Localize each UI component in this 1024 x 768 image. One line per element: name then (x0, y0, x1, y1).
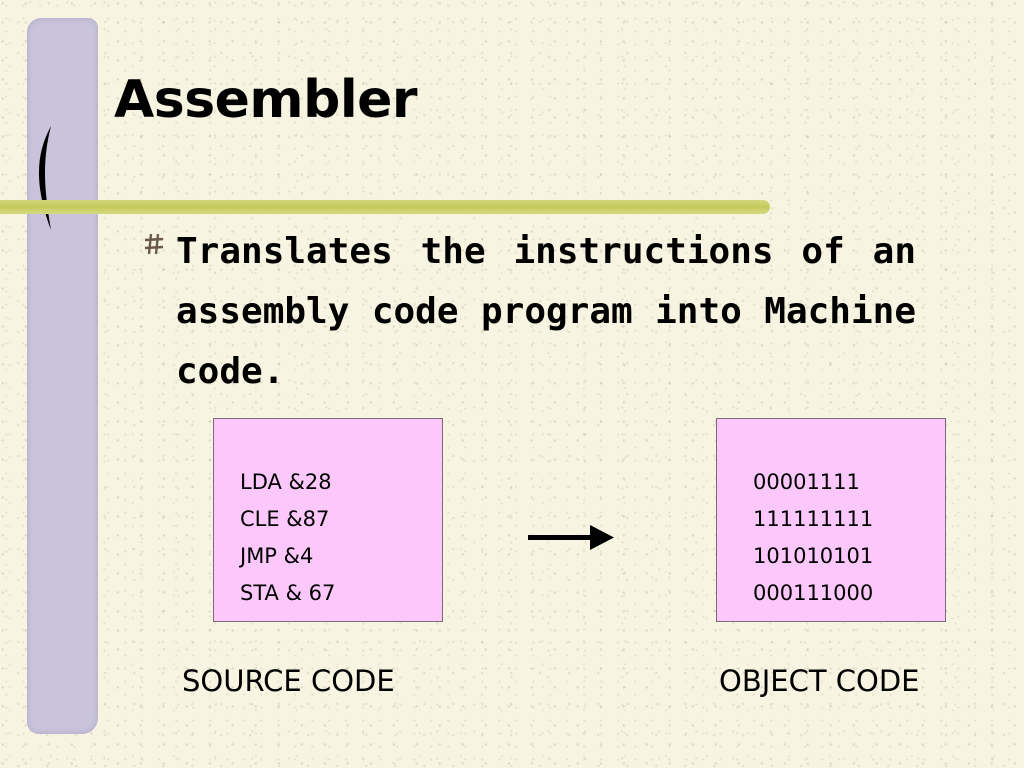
title-underline-bar (0, 200, 770, 214)
bullet-text: Translates the instructions of an assemb… (176, 231, 916, 392)
object-code-line: 000111000 (753, 581, 874, 605)
object-code-line: 111111111 (753, 507, 874, 531)
source-code-line: LDA &28 (240, 470, 332, 494)
source-code-caption: SOURCE CODE (182, 664, 395, 698)
source-code-box: LDA &28 CLE &87 JMP &4 STA & 67 (213, 418, 443, 622)
object-code-box: 00001111 111111111 101010101 000111000 (716, 418, 946, 622)
source-code-line: STA & 67 (240, 581, 336, 605)
object-code-caption: OBJECT CODE (719, 664, 920, 698)
object-code-line: 101010101 (753, 544, 874, 568)
object-code-lines: 00001111 111111111 101010101 000111000 (753, 464, 873, 612)
bracket-icon (38, 126, 51, 230)
source-code-line: JMP &4 (240, 544, 314, 568)
decorative-side-bar (27, 18, 98, 734)
slide-title: Assembler (114, 70, 418, 130)
source-code-lines: LDA &28 CLE &87 JMP &4 STA & 67 (240, 464, 335, 612)
object-code-line: 00001111 (753, 470, 860, 494)
source-code-line: CLE &87 (240, 507, 330, 531)
bullet-icon (144, 233, 164, 255)
right-arrow-icon (528, 525, 614, 550)
